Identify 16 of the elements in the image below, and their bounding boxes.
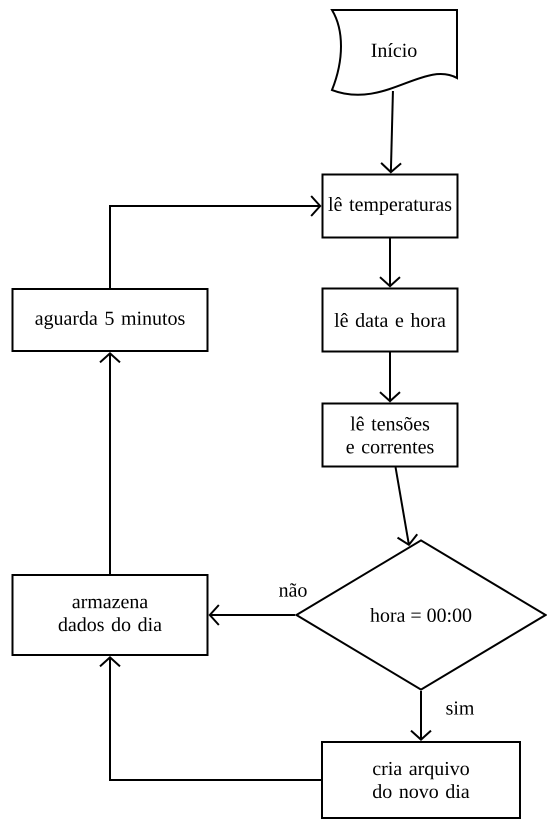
arrow [379, 238, 401, 288]
process-box: cria arquivo do novo dia [321, 741, 521, 819]
arrow [410, 691, 432, 741]
edge-label: sim [444, 700, 476, 716]
process-box: lê tensões e correntes [322, 402, 458, 468]
process-box: armazena dados do dia [12, 574, 208, 656]
arrow [394, 467, 418, 546]
arrow [208, 604, 295, 626]
process-box: aguarda 5 minutos [12, 288, 208, 352]
process-box: lê data e hora [322, 288, 458, 352]
arrow [109, 195, 322, 288]
arrow [99, 352, 121, 574]
arrow [99, 656, 321, 781]
arrow [380, 90, 402, 174]
process-box: lê temperaturas [322, 174, 458, 238]
arrow [379, 352, 401, 402]
